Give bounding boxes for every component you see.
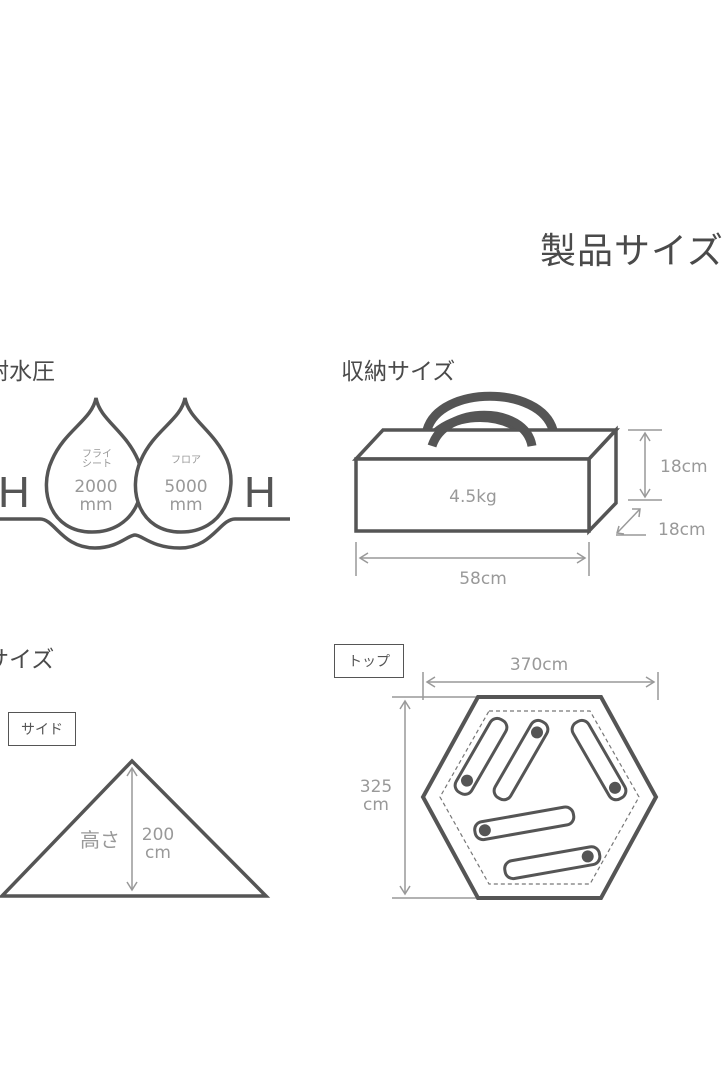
fly-value: 2000 (74, 477, 117, 497)
page-title: 製品サイズ (540, 231, 722, 272)
section-heading-size: サイズ (0, 647, 55, 673)
drop-fly-sheet (44, 397, 144, 534)
sleeping-bag (570, 718, 628, 802)
top-width: 370cm (510, 655, 568, 675)
inner-tent-outline (439, 710, 640, 885)
floor-unit: mm (169, 495, 202, 515)
depth-dimension-line (617, 508, 641, 533)
top-depth-unit: cm (363, 795, 389, 815)
sleeping-bag (503, 845, 602, 881)
fly-unit: mm (79, 495, 112, 515)
sleeping-bag (492, 718, 550, 802)
bag-handle-front-visible (427, 410, 537, 448)
water-resistance-diagram: H H フライ シート 2000 mm フロア 5000 mm (0, 397, 290, 550)
sleeping-bag (453, 716, 509, 796)
sleeping-bag (473, 805, 576, 842)
fly-label-line2: シート (82, 459, 112, 470)
bag-height: 18cm (660, 457, 708, 477)
h-left-label: H (0, 468, 30, 517)
bag-front-face (354, 457, 591, 533)
side-height-unit: cm (145, 843, 171, 863)
h-right-label: H (244, 468, 276, 517)
bag-handle-back (422, 391, 558, 432)
bag-depth: 18cm (658, 520, 706, 540)
tag-side-view: サイド (8, 712, 76, 746)
side-height-label: 高さ (80, 828, 120, 852)
section-heading-water-resistance: 耐水圧 (0, 359, 55, 385)
top-view-diagram: 370cm 325 cm (360, 655, 659, 900)
fly-label-line1: フライ (82, 448, 112, 460)
drop-floor (133, 397, 233, 534)
bag-weight: 4.5kg (449, 487, 497, 507)
floor-value: 5000 (164, 477, 207, 497)
bag-width: 58cm (459, 569, 507, 589)
tent-side-triangle (0, 758, 271, 898)
tag-top-view: トップ (334, 644, 404, 678)
section-heading-storage-size: 収納サイズ (341, 359, 456, 385)
side-height-value: 200 (142, 825, 174, 845)
side-view-diagram: 高さ 200 cm (0, 758, 271, 898)
ground-line (0, 517, 290, 550)
bag-top-face (351, 428, 621, 461)
floor-label: フロア (171, 455, 201, 466)
top-depth-value: 325 (360, 777, 392, 797)
storage-bag-diagram: 4.5kg 18cm 18cm 58cm (351, 391, 708, 589)
